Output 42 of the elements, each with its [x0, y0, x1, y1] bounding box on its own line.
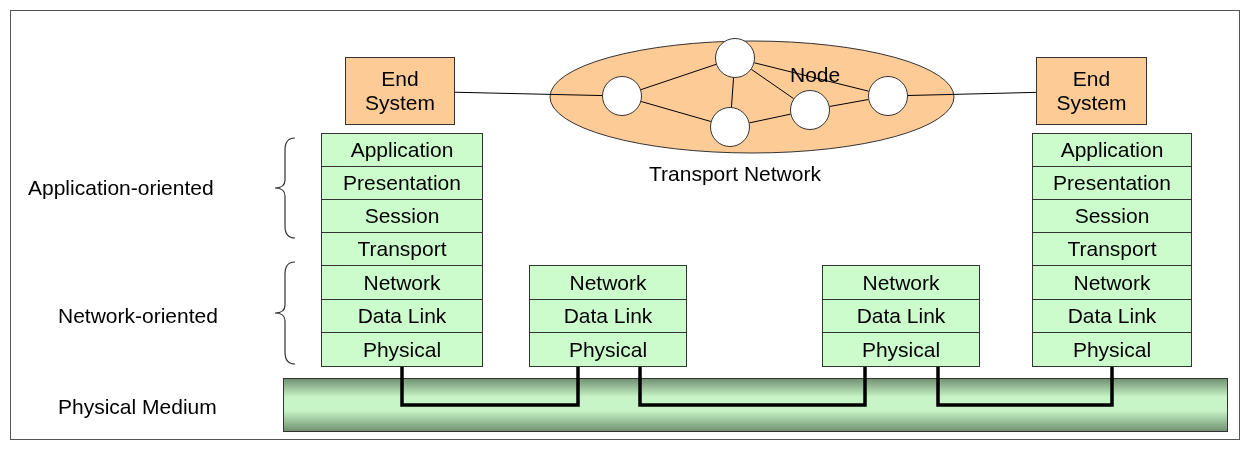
connector-line — [750, 68, 795, 100]
connector-line — [907, 91, 1037, 96]
link-line — [936, 367, 940, 378]
network-title: Transport Network — [649, 162, 821, 186]
end-system-box: End System — [345, 57, 455, 125]
layer-box: Presentation — [1032, 166, 1192, 200]
link-line — [576, 367, 580, 378]
group-label: Network-oriented — [58, 304, 218, 328]
layer-box: Transport — [321, 232, 483, 266]
connector-line — [454, 91, 603, 97]
connector-line — [753, 62, 870, 92]
link-line — [863, 367, 867, 378]
link-line — [638, 367, 642, 378]
layer-box: Network — [321, 265, 483, 300]
connector-line — [829, 99, 869, 107]
end-system-box: End System — [1036, 57, 1147, 125]
layer-box: Network — [1032, 265, 1192, 300]
layer-box: Network — [822, 265, 980, 300]
connector-line — [640, 63, 717, 91]
node-label: Node — [790, 63, 841, 87]
layer-box: Physical — [321, 332, 483, 367]
medium-label: Physical Medium — [58, 395, 217, 419]
layer-box: Physical — [1032, 332, 1192, 367]
layer-box: Presentation — [321, 166, 483, 200]
layer-box: Data Link — [822, 299, 980, 333]
layer-box: Session — [1032, 199, 1192, 233]
link-line — [400, 367, 404, 378]
connector-line — [730, 77, 735, 108]
link-line — [1110, 367, 1114, 378]
layer-box: Application — [321, 133, 483, 167]
layer-box: Data Link — [321, 299, 483, 333]
layer-box: Physical — [529, 332, 687, 367]
layer-box: Transport — [1032, 232, 1192, 266]
connector-line — [749, 113, 791, 124]
connector-line — [640, 101, 712, 122]
layer-box: Network — [529, 265, 687, 300]
layer-box: Data Link — [1032, 299, 1192, 333]
layer-box: Data Link — [529, 299, 687, 333]
layer-box: Physical — [822, 332, 980, 367]
layer-box: Session — [321, 199, 483, 233]
layer-box: Application — [1032, 133, 1192, 167]
group-label: Application-oriented — [28, 176, 214, 200]
